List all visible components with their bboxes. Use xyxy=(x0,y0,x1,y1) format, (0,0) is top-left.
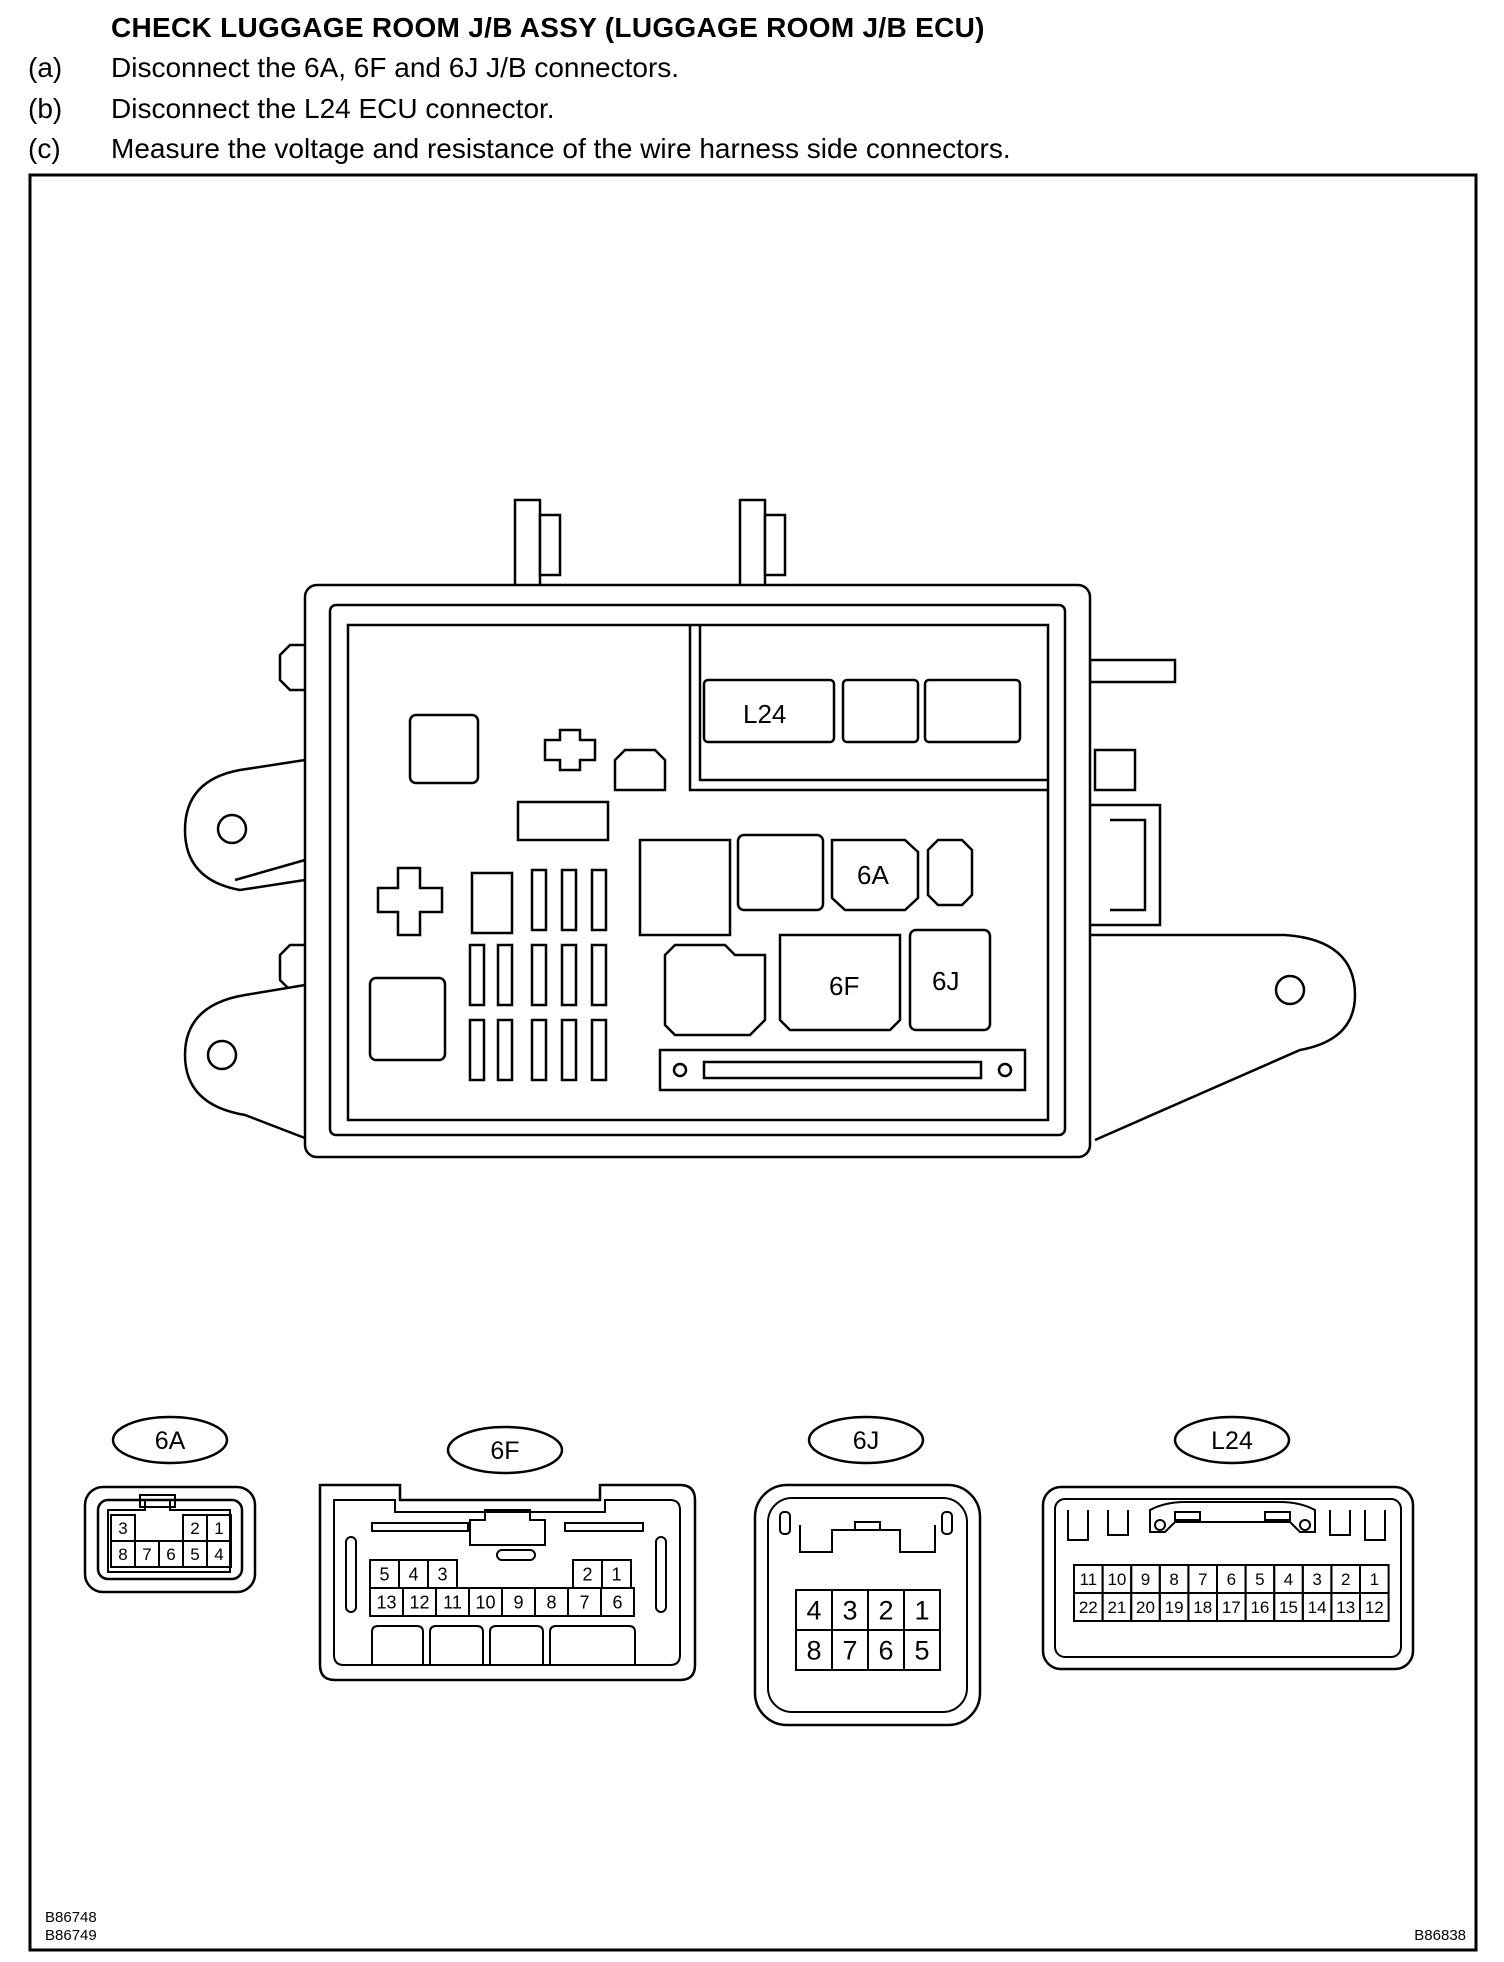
figure-code-right: B86838 xyxy=(1414,1927,1466,1944)
pin-cell xyxy=(1359,1592,1390,1622)
connector-name-6j: 6J xyxy=(853,1427,879,1455)
step-label: (c) xyxy=(28,133,61,164)
pin-cell xyxy=(903,1629,941,1671)
figure-code-left-2: B86749 xyxy=(45,1927,97,1944)
pin-number: 2 xyxy=(878,1596,893,1626)
connector-name-l24: L24 xyxy=(1211,1427,1253,1455)
pin-number: 1 xyxy=(1370,1570,1379,1589)
pin-number: 5 xyxy=(1255,1570,1264,1589)
pin-number: 5 xyxy=(914,1636,929,1666)
pin-number: 4 xyxy=(806,1596,821,1626)
step-text: Disconnect the 6A, 6F and 6J J/B connect… xyxy=(111,52,680,83)
step-label: (b) xyxy=(28,93,63,124)
pin-number: 20 xyxy=(1136,1598,1155,1617)
pin-number: 13 xyxy=(376,1592,396,1612)
page-title: CHECK LUGGAGE ROOM J/B ASSY (LUGGAGE ROO… xyxy=(111,12,985,43)
step-label: (a) xyxy=(28,52,63,83)
jb-socket-6j xyxy=(908,928,992,1032)
pin-number: 4 xyxy=(1284,1570,1293,1589)
connector-name-6f: 6F xyxy=(490,1437,519,1465)
pin-cell xyxy=(206,1540,232,1568)
pin-number: 2 xyxy=(582,1564,592,1584)
step-c: (c) Measure the voltage and resistance of… xyxy=(28,133,1011,165)
pin-number: 11 xyxy=(443,1592,462,1612)
jb-socket-l24 xyxy=(702,678,836,744)
pin-number: 2 xyxy=(190,1519,199,1538)
pin-number: 5 xyxy=(190,1545,199,1564)
figure-code-left-1: B86748 xyxy=(45,1909,97,1926)
pin-number: 8 xyxy=(1169,1570,1178,1589)
pin-number: 6 xyxy=(1227,1570,1236,1589)
jb-label-6j: 6J xyxy=(932,966,959,996)
pin-number: 7 xyxy=(142,1545,151,1564)
pin-number: 5 xyxy=(379,1564,389,1584)
pin-number: 3 xyxy=(118,1519,127,1538)
pin-number: 9 xyxy=(513,1592,523,1612)
pin-number: 1 xyxy=(914,1596,929,1626)
pin-number: 7 xyxy=(842,1636,857,1666)
pin-number: 10 xyxy=(475,1592,495,1612)
pin-number: 4 xyxy=(214,1545,223,1564)
pin-number: 13 xyxy=(1336,1598,1355,1617)
pin-number: 16 xyxy=(1250,1598,1269,1617)
figure-frame xyxy=(28,173,1478,1952)
pin-number: 2 xyxy=(1341,1570,1350,1589)
pin-number: 3 xyxy=(1312,1570,1321,1589)
pin-number: 3 xyxy=(842,1596,857,1626)
junction-block xyxy=(183,498,1357,1159)
oval-6f xyxy=(446,1425,564,1475)
pin-number: 22 xyxy=(1079,1598,1098,1617)
pin-number: 15 xyxy=(1279,1598,1298,1617)
pin-number: 6 xyxy=(878,1636,893,1666)
pin-number: 4 xyxy=(408,1564,418,1584)
pin-number: 6 xyxy=(612,1592,622,1612)
pin-number: 6 xyxy=(166,1545,175,1564)
pin-number: 9 xyxy=(1141,1570,1150,1589)
pin-number: 8 xyxy=(546,1592,556,1612)
connector-name-6a: 6A xyxy=(155,1427,186,1455)
oval-l24 xyxy=(1173,1415,1291,1465)
pin-number: 21 xyxy=(1107,1598,1126,1617)
step-text: Disconnect the L24 ECU connector. xyxy=(111,93,555,124)
pin-number: 18 xyxy=(1193,1598,1212,1617)
pin-number: 8 xyxy=(806,1636,821,1666)
pin-number: 12 xyxy=(1365,1598,1384,1617)
jb-label-l24: L24 xyxy=(743,699,786,729)
pin-number: 12 xyxy=(409,1592,429,1612)
oval-6a xyxy=(111,1415,229,1465)
jb-label-6a: 6A xyxy=(857,860,889,890)
pin-number: 7 xyxy=(1198,1570,1207,1589)
pin-number: 14 xyxy=(1308,1598,1327,1617)
pin-number: 10 xyxy=(1107,1570,1126,1589)
oval-6j xyxy=(807,1415,925,1465)
pin-number: 1 xyxy=(611,1564,621,1584)
pin-number: 11 xyxy=(1079,1570,1097,1589)
pin-number: 7 xyxy=(579,1592,589,1612)
step-text: Measure the voltage and resistance of th… xyxy=(111,133,1011,164)
pin-number: 17 xyxy=(1222,1598,1241,1617)
jb-socket-6a xyxy=(830,838,920,912)
pin-cell xyxy=(600,1587,635,1617)
pin-number: 3 xyxy=(437,1564,447,1584)
pin-number: 8 xyxy=(118,1545,127,1564)
step-b: (b) Disconnect the L24 ECU connector. xyxy=(28,93,555,125)
step-a: (a) Disconnect the 6A, 6F and 6J J/B conn… xyxy=(28,52,679,84)
jb-socket-6f xyxy=(778,933,902,1032)
pin-number: 19 xyxy=(1165,1598,1184,1617)
jb-label-6f: 6F xyxy=(829,971,859,1001)
pin-number: 1 xyxy=(214,1519,223,1538)
